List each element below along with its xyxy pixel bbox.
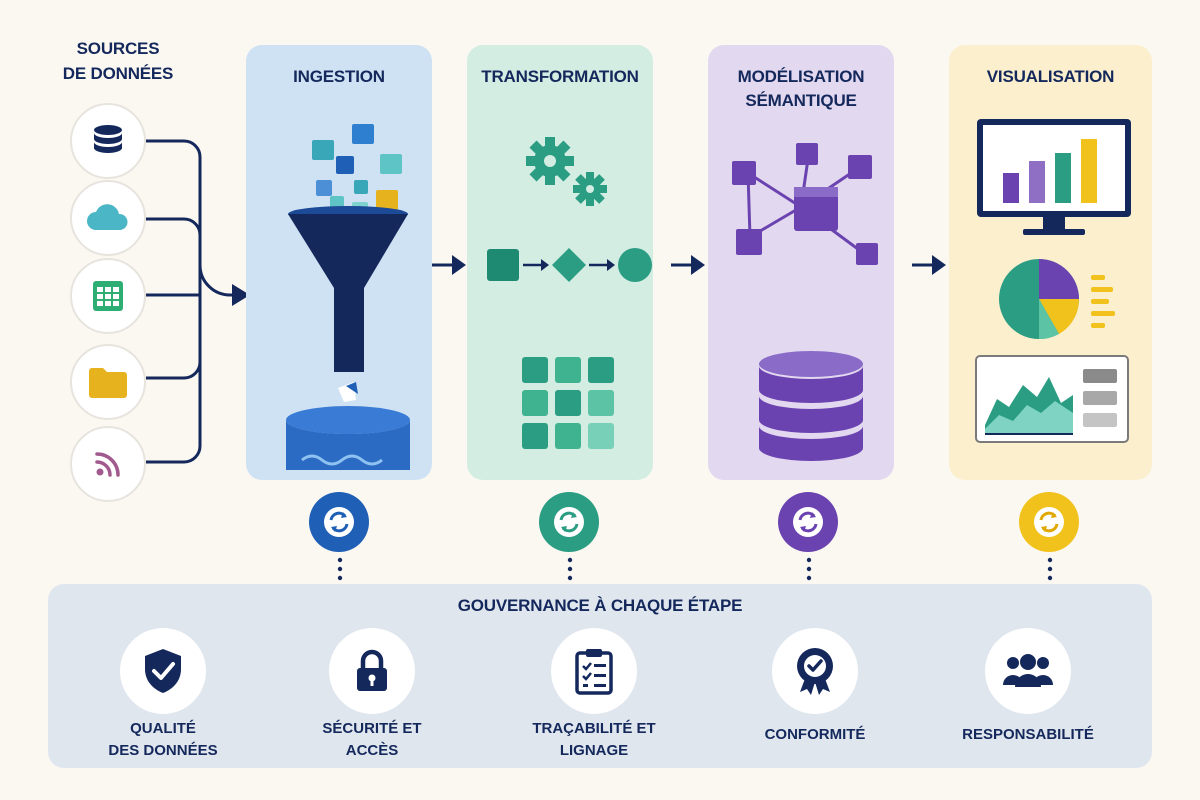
spreadsheet-icon (93, 281, 123, 311)
sources-title-line1: SOURCES (76, 39, 160, 58)
governance-item-accountability[interactable] (985, 628, 1071, 714)
pie-chart-icon (999, 259, 1115, 340)
stage-transformation[interactable]: TRANSFORMATION (467, 45, 653, 480)
dotted-connector (567, 557, 573, 581)
source-folder[interactable] (70, 344, 146, 420)
area-chart-dashboard-icon (975, 355, 1129, 443)
governance-item-compliance[interactable] (772, 628, 858, 714)
governance-item-traceability[interactable] (551, 628, 637, 714)
monitor-bar-chart-icon (977, 119, 1131, 235)
governance-title: GOUVERNANCE À CHAQUE ÉTAPE (457, 596, 743, 615)
badge-check-icon (797, 648, 833, 695)
dotted-connector (1047, 557, 1053, 581)
clipboard-checklist-icon (575, 649, 613, 695)
sources-title: SOURCES DE DONNÉES (48, 36, 188, 86)
governance-label-line: DES DONNÉES (108, 742, 218, 759)
database-icon (94, 125, 122, 153)
stage-ingestion[interactable]: INGESTION (246, 45, 432, 480)
flow-arrow (912, 255, 946, 275)
semantic-network-icon (732, 143, 878, 265)
governance-item-security[interactable] (329, 628, 415, 714)
governance-label-line: SÉCURITÉ ET (322, 720, 422, 737)
flow-arrow (671, 255, 705, 275)
cloud-icon (87, 204, 128, 230)
governance-label-quality: QUALITÉ DES DONNÉES (73, 718, 253, 762)
lock-icon (357, 649, 387, 691)
refresh-cycle-transformation[interactable] (539, 492, 599, 552)
governance-label-traceability: TRAÇABILITÉ ET LIGNAGE (504, 718, 684, 762)
shield-check-icon (145, 649, 181, 693)
governance-item-quality[interactable] (120, 628, 206, 714)
refresh-cycle-visualisation[interactable] (1019, 492, 1079, 552)
governance-label-accountability: RESPONSABILITÉ (962, 726, 1094, 743)
transform-flow-icon (487, 248, 652, 282)
flow-arrow (432, 255, 466, 275)
rss-feed-icon (95, 452, 120, 477)
source-spreadsheet[interactable] (70, 258, 146, 334)
refresh-icon (554, 507, 584, 537)
source-database[interactable] (70, 103, 146, 179)
stage-semantic-modeling[interactable]: MODÉLISATION SÉMANTIQUE (708, 45, 894, 480)
stage-semantic-modeling-title-line2: SÉMANTIQUE (745, 91, 857, 110)
governance-label-line: ACCÈS (345, 742, 399, 759)
source-rss-feed[interactable] (70, 426, 146, 502)
sources-connector (146, 139, 250, 464)
semantic-database-icon (759, 351, 863, 461)
stage-semantic-modeling-title-line1: MODÉLISATION (737, 67, 865, 86)
governance-label-security: SÉCURITÉ ET ACCÈS (282, 718, 462, 762)
ingestion-funnel-icon (286, 124, 410, 470)
stage-visualisation[interactable]: VISUALISATION (949, 45, 1152, 480)
refresh-icon (793, 507, 823, 537)
dotted-connector (806, 557, 812, 581)
refresh-icon (1034, 507, 1064, 537)
governance-label-compliance: CONFORMITÉ (764, 726, 866, 743)
folder-icon (89, 368, 127, 398)
refresh-icon (324, 507, 354, 537)
stage-semantic-modeling-title: MODÉLISATION SÉMANTIQUE (708, 65, 894, 113)
governance-panel: GOUVERNANCE À CHAQUE ÉTAPE (48, 584, 1152, 768)
data-grid-icon (522, 357, 614, 449)
dotted-connector (337, 557, 343, 581)
refresh-cycle-semantic-modeling[interactable] (778, 492, 838, 552)
people-group-icon (1003, 654, 1053, 687)
stage-visualisation-title: VISUALISATION (986, 67, 1115, 86)
refresh-cycle-ingestion[interactable] (309, 492, 369, 552)
governance-label-line: LIGNAGE (559, 742, 629, 759)
stage-transformation-title: TRANSFORMATION (481, 67, 639, 86)
governance-label-line: QUALITÉ (130, 720, 196, 737)
gears-icon (526, 137, 607, 206)
source-cloud[interactable] (70, 180, 146, 256)
sources-title-line2: DE DONNÉES (62, 64, 174, 83)
governance-label-line: TRAÇABILITÉ ET (532, 720, 656, 737)
stage-ingestion-title: INGESTION (293, 67, 385, 86)
